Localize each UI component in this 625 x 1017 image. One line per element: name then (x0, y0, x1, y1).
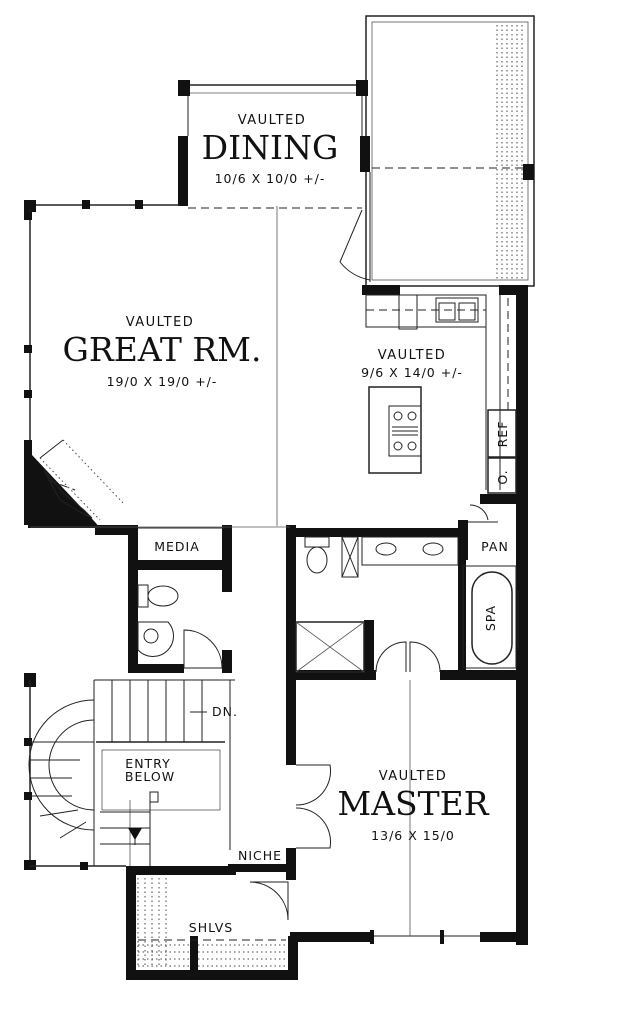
master-name: MASTER (337, 784, 489, 823)
outer-walls (24, 200, 528, 980)
great-room-qualifier: VAULTED (126, 315, 195, 330)
kitchen-size: 9/6 X 14/0 +/- (361, 365, 463, 380)
kitchen-qualifier: VAULTED (378, 348, 447, 363)
master-label: VAULTED MASTER 13/6 X 15/0 (337, 769, 489, 843)
dining-name: DINING (202, 128, 339, 167)
stair-down-label: DN. (212, 704, 238, 719)
deck (365, 15, 535, 287)
oven-label: O. (495, 469, 510, 484)
great-room-size: 19/0 X 19/0 +/- (107, 374, 218, 389)
dividers (30, 206, 411, 936)
closet-shelves (137, 878, 286, 967)
spa-label: SPA (483, 605, 498, 631)
stair (28, 679, 235, 866)
dining-size: 10/6 X 10/0 +/- (215, 171, 326, 186)
shelves-label: SHLVS (189, 920, 233, 935)
dining-label: VAULTED DINING 10/6 X 10/0 +/- (202, 113, 339, 186)
great-room-name: GREAT RM. (63, 330, 262, 369)
great-room-label: VAULTED GREAT RM. 19/0 X 19/0 +/- (63, 315, 262, 389)
doors (249, 172, 441, 921)
entry-label-line1: ENTRY (125, 756, 170, 771)
refrigerator-label: REF (495, 421, 510, 448)
niche-label: NICHE (238, 848, 282, 863)
entry-label-line2: BELOW (125, 769, 175, 784)
kitchen-label: VAULTED 9/6 X 14/0 +/- (361, 348, 463, 380)
dining-walls (178, 80, 370, 209)
master-qualifier: VAULTED (379, 769, 448, 784)
bath-fixtures (295, 536, 519, 673)
master-size: 13/6 X 15/0 (371, 828, 455, 843)
powder-fixtures (137, 584, 179, 657)
media-label: MEDIA (154, 539, 200, 554)
dining-qualifier: VAULTED (238, 113, 307, 128)
pantry-label: PAN (481, 539, 509, 554)
kitchen-fixtures (365, 294, 517, 494)
